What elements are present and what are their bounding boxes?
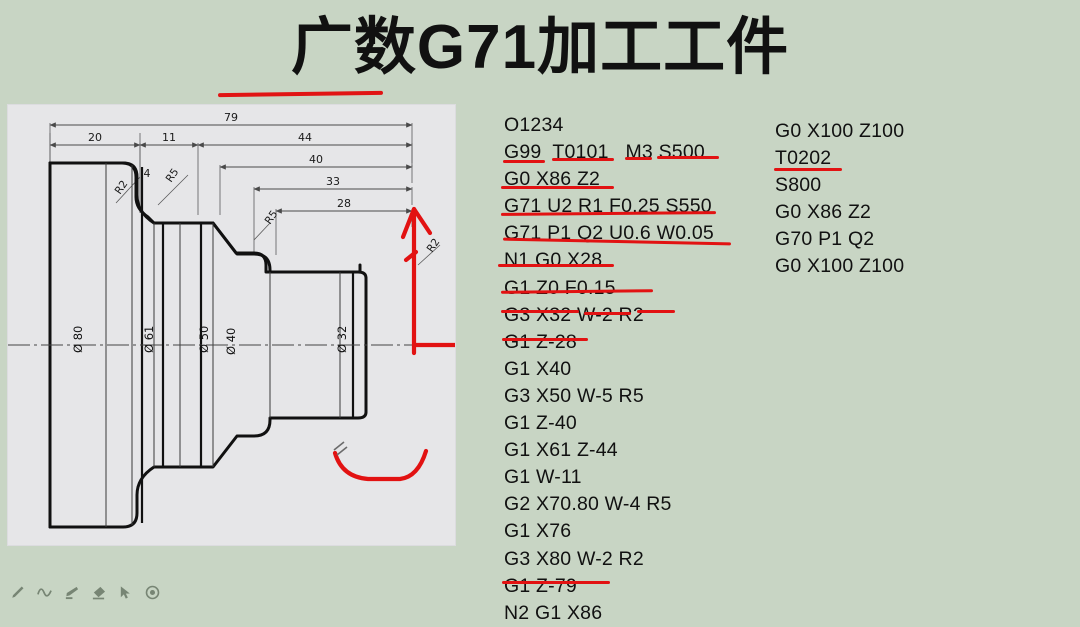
page-title: 广数G71加工工件 xyxy=(0,8,1080,87)
title-underline-annotation xyxy=(217,90,384,98)
dia-50: Ø 50 xyxy=(197,326,211,353)
code-line: G1 Z0 F0.15 xyxy=(504,276,616,299)
dim-40: 40 xyxy=(309,153,323,166)
code-line: T0202 xyxy=(775,147,832,170)
code-line: G71 U2 R1 F0.25 S550 xyxy=(504,195,712,218)
finishing-program-listing: G0 X100 Z100 T0202 S800 G0 X86 Z2 G70 P1… xyxy=(775,118,1005,281)
dia-80: Ø 80 xyxy=(71,326,85,353)
highlighter-icon[interactable] xyxy=(64,585,79,600)
code-line: N1 G0 X28 xyxy=(504,249,603,272)
code-line: G1 X76 xyxy=(504,520,572,543)
radius-r2-upper: R2 xyxy=(113,178,131,196)
main-program-listing: O1234 G99 T0101 M3 S500 G0 X86 Z2 G71 U2… xyxy=(504,112,756,627)
code-line: G1 Z-40 xyxy=(504,412,577,435)
dia-61: Ø 61 xyxy=(142,326,156,353)
code-line: G0 X86 Z2 xyxy=(504,168,601,191)
dim-79: 79 xyxy=(224,111,238,124)
slide-root: 广数G71加工工件 xyxy=(0,8,1080,624)
code-line: G0 X100 Z100 xyxy=(775,120,905,142)
pen-icon[interactable] xyxy=(10,585,25,600)
dim-11: 11 xyxy=(162,131,176,144)
cursor-icon[interactable] xyxy=(118,585,133,600)
code-line: G99 T0101 M3 S500 xyxy=(504,141,705,164)
eraser-icon[interactable] xyxy=(91,585,106,600)
dim-44: 44 xyxy=(298,131,312,144)
dim-20: 20 xyxy=(88,131,102,144)
code-line: S800 xyxy=(775,174,822,197)
code-line: G3 X80 W-2 R2 xyxy=(504,547,644,570)
curve-icon[interactable] xyxy=(37,585,52,600)
dim-28: 28 xyxy=(337,197,351,210)
code-line: G71 P1 Q2 U0.6 W0.05 xyxy=(504,222,714,245)
dim-4: 4 xyxy=(144,167,151,180)
code-line: G3 X32 W-2 R2 xyxy=(504,303,644,326)
code-line: G1 X61 Z-44 xyxy=(504,439,618,462)
code-line: G1 Z-79 xyxy=(504,574,577,597)
code-line: O1234 xyxy=(504,114,564,136)
dia-40: Ø 40 xyxy=(224,328,238,355)
code-line: G2 X70.80 W-4 R5 xyxy=(504,493,672,516)
title-prefix: 广数 xyxy=(290,10,417,83)
title-suffix: 加工工件 xyxy=(537,10,790,83)
radius-r2-right: R2 xyxy=(425,236,443,254)
part-drawing-svg: 79 20 11 44 40 33 28 4 R2 R5 R5 xyxy=(8,111,455,529)
red-annotation-tick xyxy=(333,441,348,456)
code-line: G0 X86 Z2 xyxy=(775,201,872,224)
code-line: G1 X40 xyxy=(504,357,572,380)
annotation-toolbar[interactable] xyxy=(10,585,160,600)
code-line: N2 G1 X86 xyxy=(504,601,603,624)
dia-32: Ø 32 xyxy=(335,326,349,353)
part-drawing-panel: 79 20 11 44 40 33 28 4 R2 R5 R5 xyxy=(8,105,455,545)
code-line: G3 X50 W-5 R5 xyxy=(504,384,644,407)
radius-r5-upper: R5 xyxy=(164,166,182,184)
red-annotation-group xyxy=(332,206,455,482)
code-line: G0 X100 Z100 xyxy=(775,255,905,278)
dim-33: 33 xyxy=(326,175,340,188)
record-icon[interactable] xyxy=(145,585,160,600)
title-code: G71 xyxy=(416,13,538,82)
code-line: G1 W-11 xyxy=(504,466,582,489)
code-line: G1 Z-28 xyxy=(504,330,577,353)
code-line: G70 P1 Q2 xyxy=(775,228,875,251)
